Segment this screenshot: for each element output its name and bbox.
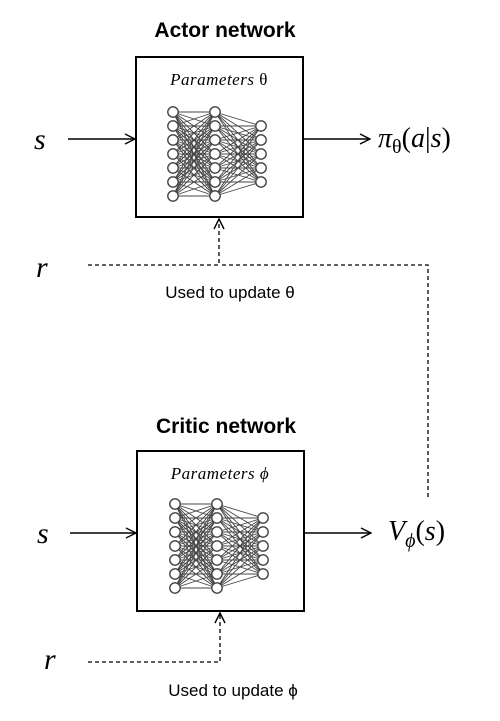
critic-nn-connection — [174, 545, 218, 589]
actor-nn-node — [167, 106, 179, 118]
actor-nn-connection — [214, 181, 262, 197]
critic-nn-node — [211, 498, 223, 510]
critic-nn-node — [169, 540, 181, 552]
critic-nn-node — [211, 540, 223, 552]
actor-network-title: Actor network — [154, 19, 296, 42]
critic-nn-node — [211, 582, 223, 594]
actor-nn-node — [255, 176, 267, 188]
critic-nn-node — [257, 554, 269, 566]
actor-nn-connection — [172, 111, 216, 169]
critic-nn-connection — [174, 503, 218, 561]
critic-nn-connection — [216, 531, 264, 589]
actor-nn-connection — [214, 125, 262, 141]
critic-nn-connection — [216, 545, 264, 589]
actor-nn-connection — [172, 125, 216, 197]
critic-nn-node — [257, 568, 269, 580]
actor-nn-node — [255, 148, 267, 160]
actor-nn-node — [209, 176, 221, 188]
actor-parameters-label: Parameters θ — [169, 70, 268, 89]
critic-nn-node — [211, 512, 223, 524]
actor-nn-connection — [172, 167, 216, 197]
actor-nn-connection — [172, 111, 216, 197]
critic-nn-connection — [216, 517, 264, 589]
actor-nn-connection — [172, 153, 216, 197]
critic-nn-node — [211, 526, 223, 538]
critic-nn-connection — [174, 503, 218, 589]
critic-value-feedback-dashed-line — [219, 264, 429, 497]
critic-nn-connection — [216, 559, 264, 589]
actor-nn-connection — [172, 111, 216, 183]
critic-nn-node — [169, 582, 181, 594]
actor-nn-node — [167, 148, 179, 160]
actor-nn-node — [209, 106, 221, 118]
actor-nn-connection — [214, 125, 262, 155]
actor-nn-connection — [214, 125, 262, 169]
critic-nn-node — [169, 554, 181, 566]
critic-nn-connection — [174, 573, 218, 589]
actor-nn-node — [209, 134, 221, 146]
actor-nn-node — [209, 120, 221, 132]
actor-nn-connection — [172, 111, 216, 127]
critic-nn-connection — [174, 503, 218, 519]
actor-nn-node — [255, 162, 267, 174]
actor-nn-node — [209, 162, 221, 174]
actor-nn-connection — [214, 139, 262, 197]
actor-input-state: s — [34, 123, 46, 156]
critic-nn-connection — [174, 503, 218, 547]
critic-nn-node — [257, 526, 269, 538]
actor-nn-node — [167, 120, 179, 132]
actor-update-caption: Used to update θ — [165, 283, 294, 302]
critic-neural-net-icon — [169, 498, 269, 594]
actor-nn-connection — [214, 111, 262, 127]
actor-nn-connection — [214, 125, 262, 183]
critic-nn-node — [257, 512, 269, 524]
critic-nn-connection — [216, 503, 264, 519]
actor-nn-connection — [172, 111, 216, 141]
actor-nn-connection — [172, 139, 216, 197]
critic-nn-node — [211, 554, 223, 566]
critic-nn-node — [169, 526, 181, 538]
actor-nn-node — [167, 162, 179, 174]
actor-reward-dashed-arrow — [88, 219, 219, 266]
critic-nn-connection — [174, 559, 218, 589]
actor-nn-node — [167, 134, 179, 146]
actor-nn-connection — [172, 181, 216, 197]
critic-nn-connection — [216, 517, 264, 547]
critic-reward: r — [44, 643, 56, 676]
actor-neural-net-icon — [167, 106, 267, 202]
critic-nn-connection — [216, 517, 264, 561]
actor-nn-node — [209, 190, 221, 202]
critic-update-caption: Used to update ϕ — [168, 681, 298, 700]
critic-nn-connection — [174, 531, 218, 589]
actor-nn-node — [255, 120, 267, 132]
actor-nn-connection — [214, 153, 262, 197]
actor-nn-connection — [172, 111, 216, 155]
critic-nn-connection — [216, 517, 264, 575]
critic-nn-connection — [174, 517, 218, 589]
actor-nn-node — [255, 134, 267, 146]
critic-output-value: Vϕ(s) — [388, 516, 445, 552]
critic-nn-connection — [216, 517, 264, 533]
critic-nn-node — [257, 540, 269, 552]
critic-network-title: Critic network — [156, 415, 296, 438]
critic-reward-dashed-arrow — [88, 613, 220, 663]
critic-nn-connection — [174, 503, 218, 575]
critic-nn-node — [169, 568, 181, 580]
critic-nn-node — [169, 498, 181, 510]
actor-nn-node — [209, 148, 221, 160]
actor-output-policy: πθ(a|s) — [378, 123, 451, 158]
actor-nn-connection — [214, 167, 262, 197]
actor-reward: r — [36, 251, 48, 284]
actor-nn-connection — [214, 125, 262, 197]
critic-nn-node — [169, 512, 181, 524]
critic-nn-connection — [174, 503, 218, 533]
critic-nn-node — [211, 568, 223, 580]
critic-parameters-label: Parameters ϕ — [170, 464, 269, 483]
actor-nn-node — [167, 176, 179, 188]
critic-input-state: s — [37, 517, 49, 550]
actor-nn-node — [167, 190, 179, 202]
critic-nn-connection — [216, 573, 264, 589]
